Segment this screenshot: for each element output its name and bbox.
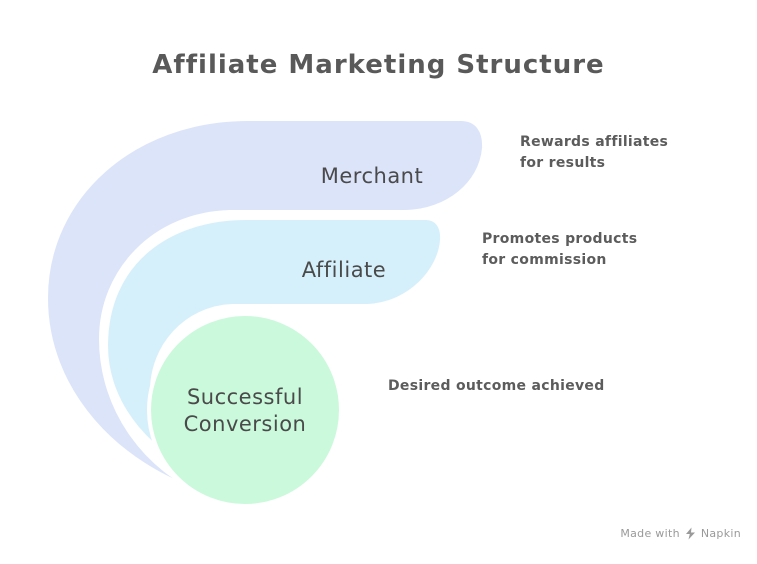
napkin-watermark: Made with Napkin	[620, 527, 741, 540]
watermark-text: Made with	[620, 527, 680, 540]
affiliate-label: Affiliate	[301, 258, 387, 282]
conversion-annotation: Desired outcome achieved	[388, 378, 605, 394]
merchant-shape	[44, 117, 487, 495]
conversion-circle	[147, 312, 343, 508]
watermark-brand: Napkin	[700, 527, 741, 540]
conversion-label: Successful Conversion	[183, 385, 307, 436]
affiliate-annotation: Promotes products for commission	[482, 231, 638, 268]
napkin-bolt-icon	[684, 527, 697, 540]
diagram-title: Affiliate Marketing Structure	[152, 50, 605, 80]
merchant-annotation: Rewards affiliates for results	[520, 134, 669, 171]
merchant-label: Merchant	[320, 164, 424, 188]
